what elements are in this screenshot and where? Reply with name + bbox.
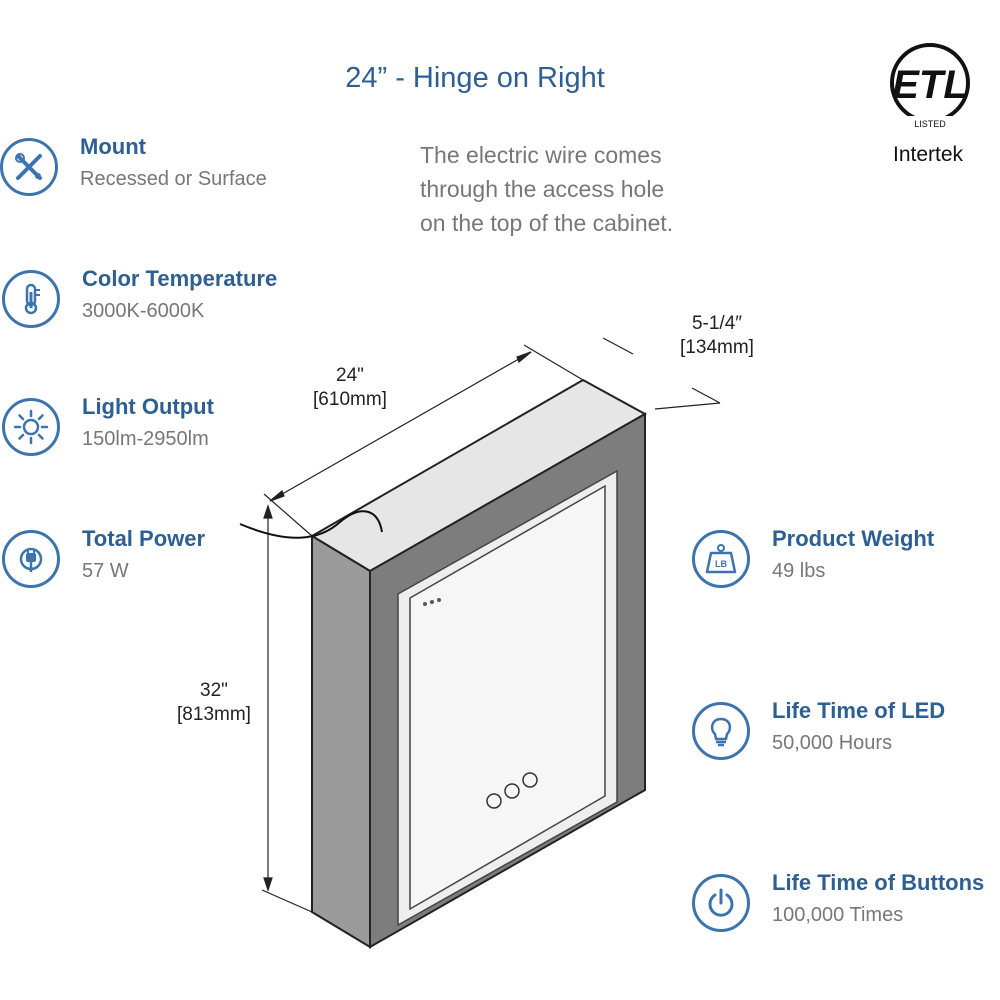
- tools-icon: [0, 138, 58, 196]
- page-title: 24” - Hinge on Right: [345, 62, 605, 94]
- spec-value: 50,000 Hours: [772, 732, 893, 754]
- height-imperial: 32": [200, 680, 228, 701]
- spec-label: Color Temperature: [82, 266, 278, 291]
- spec-color-temperature: Color Temperature 3000K-6000K: [2, 266, 277, 328]
- spec-value: 100,000 Times: [772, 904, 904, 926]
- note-line: on the top of the cabinet.: [420, 210, 674, 236]
- plug-icon: [2, 530, 60, 588]
- width-imperial: 24": [336, 365, 364, 386]
- weight-icon: LB: [692, 530, 750, 588]
- sun-icon: [2, 398, 60, 456]
- spec-label: Total Power: [82, 526, 206, 551]
- etl-logo-icon: ETL LISTED: [890, 43, 970, 129]
- touch-button-icon: [504, 783, 520, 799]
- spec-button-lifetime: Life Time of Buttons 100,000 Times: [692, 870, 984, 932]
- touch-button-icon: [522, 772, 538, 788]
- etl-certification: ETL LISTED Intertek: [885, 38, 985, 166]
- depth-dimension: 5-1/4″ [134mm]: [662, 312, 772, 360]
- spec-product-weight: LB Product Weight 49 lbs: [692, 526, 934, 588]
- spec-value: 3000K-6000K: [82, 300, 205, 322]
- spec-label: Life Time of Buttons: [772, 870, 985, 895]
- bulb-icon: [692, 702, 750, 760]
- height-dimension: 32" [813mm]: [164, 679, 264, 727]
- width-dimension: 24" [610mm]: [300, 364, 400, 412]
- weight-icon-text: LB: [715, 559, 727, 569]
- spec-label: Product Weight: [772, 526, 935, 551]
- touch-button-icon: [486, 793, 502, 809]
- mirror-display-icon: [423, 598, 441, 606]
- spec-value: 150lm-2950lm: [82, 428, 209, 450]
- thermometer-icon: [2, 270, 60, 328]
- wiring-note: The electric wire comes through the acce…: [420, 138, 750, 240]
- spec-label: Mount: [80, 134, 146, 159]
- electric-wire: [239, 510, 383, 539]
- spec-total-power: Total Power 57 W: [2, 526, 205, 588]
- width-dimension-line: [269, 351, 532, 502]
- width-metric: [610mm]: [313, 389, 387, 410]
- etl-brand: Intertek: [893, 143, 964, 166]
- etl-listed: LISTED: [914, 119, 946, 129]
- depth-metric: [134mm]: [680, 337, 754, 358]
- etl-mark: ETL: [892, 63, 968, 107]
- spec-value: 57 W: [82, 560, 129, 582]
- spec-led-lifetime: Life Time of LED 50,000 Hours: [692, 698, 945, 760]
- depth-imperial: 5-1/4″: [691, 313, 743, 334]
- spec-value: Recessed or Surface: [80, 168, 267, 190]
- mirror-glass: [409, 484, 606, 911]
- spec-value: 49 lbs: [772, 560, 826, 582]
- cabinet-side: [311, 534, 371, 949]
- spec-label: Life Time of LED: [772, 698, 946, 723]
- spec-label: Light Output: [82, 394, 214, 419]
- note-line: The electric wire comes: [420, 142, 662, 168]
- spec-light-output: Light Output 150lm-2950lm: [2, 394, 214, 456]
- height-metric: [813mm]: [177, 704, 251, 725]
- note-line: through the access hole: [420, 176, 665, 202]
- spec-mount: Mount Recessed or Surface: [0, 134, 267, 196]
- depth-dimension-line: [602, 337, 634, 355]
- power-icon: [692, 874, 750, 932]
